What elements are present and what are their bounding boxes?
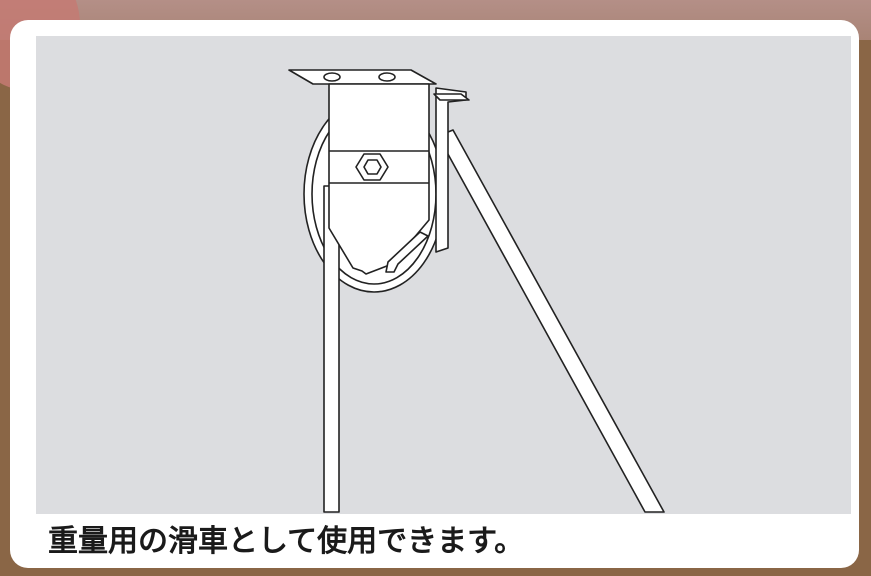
pulley-illustration (288, 69, 665, 513)
content-card: 重量用の滑車として使用できます。 (10, 20, 859, 568)
mounting-hole-left (323, 72, 341, 82)
caption-text: 重量用の滑車として使用できます。 (48, 524, 525, 559)
illustration-panel (36, 36, 851, 514)
side-bracket-plate (435, 87, 467, 253)
belt-diagonal (437, 129, 665, 513)
mounting-hole-right (378, 72, 396, 82)
axle-bolt (355, 153, 389, 181)
side-bracket-flange (433, 93, 470, 101)
bracket-hook (385, 231, 429, 273)
mounting-plate (288, 69, 437, 85)
